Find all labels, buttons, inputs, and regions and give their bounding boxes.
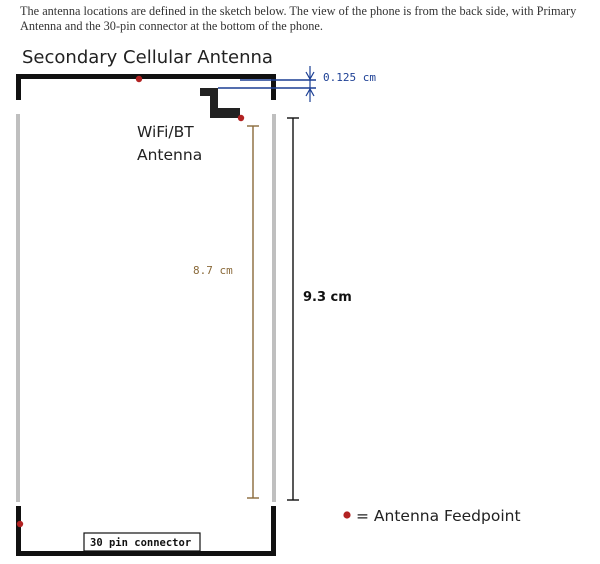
right-side-bar [272, 114, 276, 502]
top-left-corner [16, 74, 21, 100]
wifi-bt-label-line1: WiFi/BT [137, 123, 194, 141]
inner-dimension [247, 125, 259, 499]
feedpoint-bottom [16, 520, 24, 528]
wifi-bt-antenna-element [200, 88, 240, 118]
outer-dimension [287, 117, 299, 501]
legend-feedpoint-dot [343, 511, 351, 519]
feedpoint-wifi [237, 114, 245, 122]
gap-dimension-label: 0.125 cm [323, 71, 376, 84]
inner-dimension-label: 8.7 cm [193, 264, 233, 277]
secondary-antenna-label: Secondary Cellular Antenna [22, 47, 273, 68]
connector-box [83, 532, 201, 552]
gap-dimension [218, 66, 316, 102]
outer-dimension-label: 9.3 cm [303, 290, 352, 305]
wifi-bt-label-line2: Antenna [137, 146, 202, 164]
top-border [16, 74, 276, 79]
bottom-left-corner [16, 506, 21, 556]
phone-outline [16, 74, 276, 556]
intro-paragraph: The antenna locations are defined in the… [20, 4, 577, 33]
feedpoint-top [135, 75, 143, 83]
gap-arrow-down [305, 71, 315, 81]
bottom-right-corner [271, 506, 276, 556]
connector-label: 30 pin connector [90, 537, 191, 549]
bottom-border [16, 551, 276, 556]
top-right-corner [271, 74, 276, 100]
left-side-bar [16, 114, 20, 502]
gap-arrow-up [305, 87, 315, 97]
legend-label: = Antenna Feedpoint [356, 507, 521, 525]
